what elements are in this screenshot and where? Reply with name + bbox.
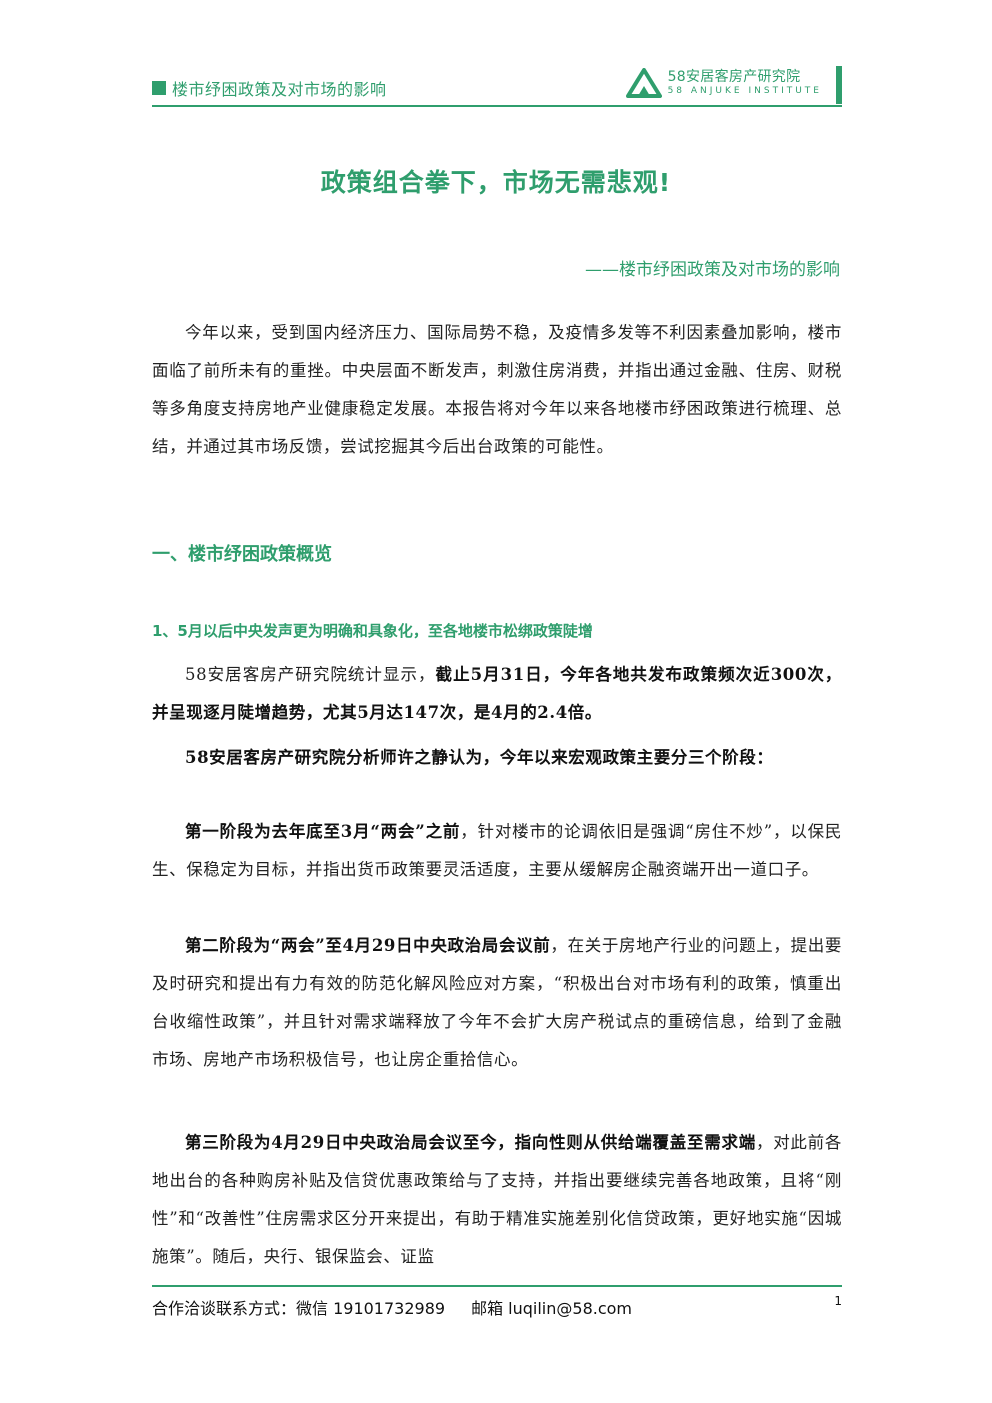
paragraph-statistics: 58安居客房产研究院统计显示，截止5月31日，今年各地共发布政策频次近300次，… <box>152 656 842 732</box>
stage-three-label: 第三阶段为4月29日中央政治局会议至今，指向性则从供给端覆盖至需求端 <box>185 1133 756 1152</box>
brand-name-en: 58 ANJUKE INSTITUTE <box>667 86 822 96</box>
stage-three-text: ，对此前各地出台的各种购房补贴及信贷优惠政策给与了支持，并指出要继续完善各地政策… <box>152 1133 843 1266</box>
triangle-logo-icon <box>625 68 662 98</box>
stage-one-label: 第一阶段为去年底至3月“两会”之前 <box>185 822 461 841</box>
footer-contact: 合作洽谈联系方式：微信 19101732989 邮箱 luqilin@58.com <box>152 1295 658 1319</box>
intro-paragraph: 今年以来，受到国内经济压力、国际局势不稳，及疫情多发等不利因素叠加影响，楼市面临… <box>152 323 842 456</box>
page-header: 楼市纾困政策及对市场的影响 58安居客房产研究院 58 ANJUKE INSTI… <box>152 66 842 104</box>
paragraph-analyst: 58安居客房产研究院分析师许之静认为，今年以来宏观政策主要分三个阶段： <box>152 739 842 777</box>
stage-two-text: ，在关于房地产行业的问题上，提出要及时研究和提出有力有效的防范化解风险应对方案，… <box>152 936 842 1069</box>
paragraph-stage-one: 第一阶段为去年底至3月“两会”之前，针对楼市的论调依旧是强调“房住不炒”，以保民… <box>152 813 842 889</box>
stage-two-label: 第二阶段为“两会”至4月29日中央政治局会议前 <box>185 936 551 955</box>
brand-accent-bar <box>836 66 842 104</box>
header-divider <box>152 105 842 107</box>
section-heading: 一、楼市纾困政策概览 <box>152 544 332 565</box>
document-title: 政策组合拳下，市场无需悲观! <box>320 168 672 197</box>
header-title: 楼市纾困政策及对市场的影响 <box>172 80 387 99</box>
paragraph-stage-two: 第二阶段为“两会”至4月29日中央政治局会议前，在关于房地产行业的问题上，提出要… <box>152 927 842 1079</box>
page-number: 1 <box>834 1294 842 1308</box>
brand-logo-block: 58安居客房产研究院 58 ANJUKE INSTITUTE <box>625 68 822 98</box>
stage-one-text: ，针对楼市的论调依旧是强调“房住不炒”，以保民生、保稳定为目标，并指出货币政策要… <box>152 822 842 879</box>
paragraph-statistics-lead: 58安居客房产研究院统计显示， <box>185 665 436 684</box>
footer-wechat: 合作洽谈联系方式：微信 19101732989 <box>152 1299 446 1318</box>
paragraph-stage-three: 第三阶段为4月29日中央政治局会议至今，指向性则从供给端覆盖至需求端，对此前各地… <box>152 1124 842 1276</box>
footer-email: 邮箱 luqilin@58.com <box>471 1299 633 1318</box>
footer-divider <box>152 1285 842 1287</box>
brand-name-cn: 58安居客房产研究院 <box>667 69 801 85</box>
paragraph-analyst-text: 58安居客房产研究院分析师许之静认为，今年以来宏观政策主要分三个阶段： <box>185 748 774 767</box>
subsection-heading: 1、5月以后中央发声更为明确和具象化，至各地楼市松绑政策陡增 <box>152 622 593 640</box>
header-left: 楼市纾困政策及对市场的影响 <box>152 76 387 100</box>
header-square-marker <box>152 81 166 95</box>
document-subtitle: ——楼市纾困政策及对市场的影响 <box>585 260 840 280</box>
brand-text: 58安居客房产研究院 58 ANJUKE INSTITUTE <box>668 69 822 97</box>
paragraph-statistics-highlight: 截止5月31日，今年各地共发布政策频次近300次， 并呈现逐月陡增趋势，尤其5月… <box>152 665 842 722</box>
